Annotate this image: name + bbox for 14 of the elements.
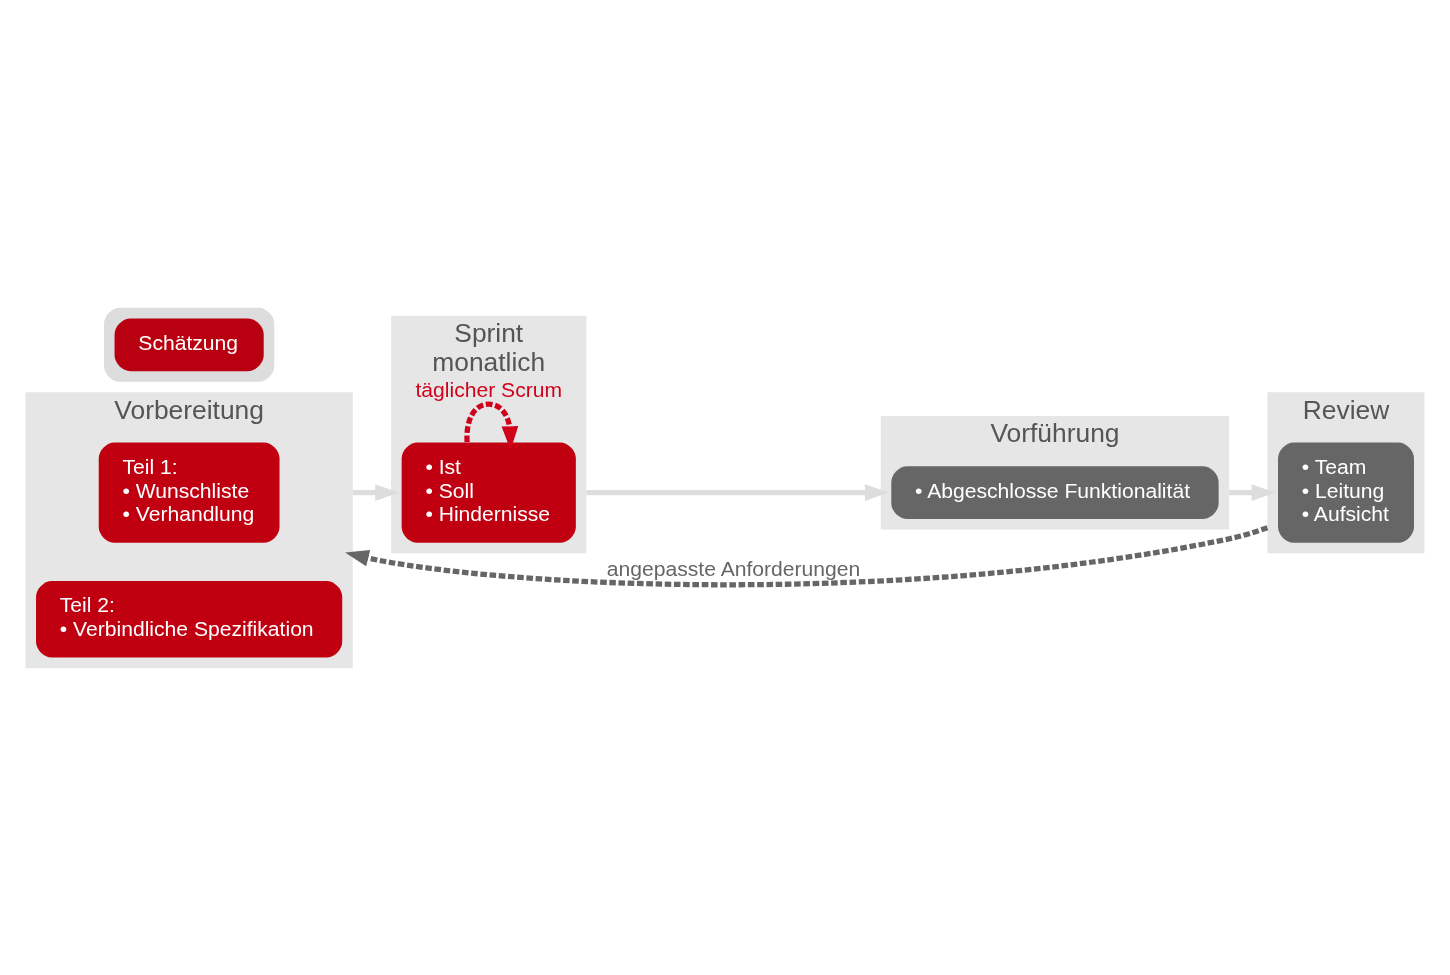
node-box: Schätzung	[114, 317, 264, 371]
arrow	[464, 401, 519, 450]
arrow	[586, 483, 889, 501]
node-box: Teil 1: • Wunschliste • Verhandlung	[98, 441, 280, 543]
edge-label: angepasste Anforderungen	[606, 556, 861, 580]
node-box: Teil 2: • Verbindliche Spezifikation	[36, 580, 343, 658]
node-box: • Abgeschlosse Funktionalität	[891, 465, 1219, 519]
cluster	[104, 307, 275, 382]
node-box: • Ist • Soll • Hindernisse	[401, 441, 576, 543]
arrow	[345, 524, 1269, 587]
edge-label: täglicher Scrum	[415, 377, 563, 401]
arrow	[352, 483, 400, 501]
arrow	[1229, 483, 1276, 501]
node-box: • Team • Leitung • Aufsicht	[1278, 441, 1414, 543]
